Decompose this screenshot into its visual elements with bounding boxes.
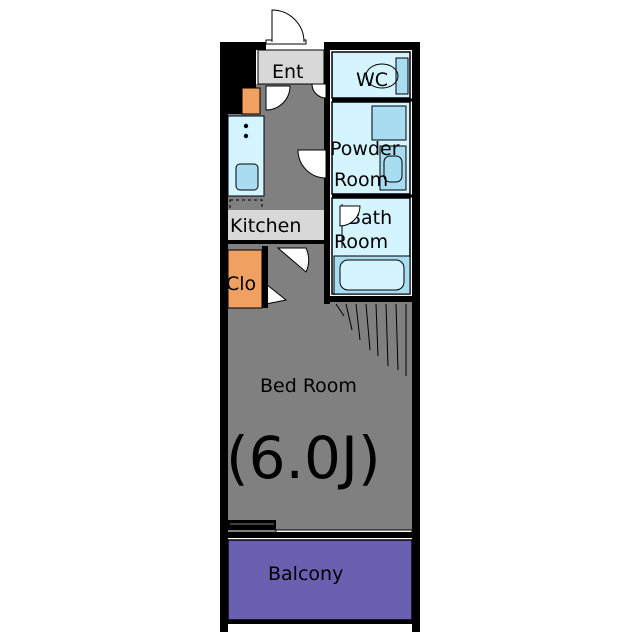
floor-hatching	[335, 303, 407, 376]
stove-burner-2	[243, 133, 249, 139]
ent-inner-door	[311, 83, 327, 99]
toilet-icon	[365, 57, 409, 95]
powder-door	[297, 149, 327, 179]
entrance-label: Ent	[272, 61, 304, 83]
bedroom-door	[276, 247, 310, 273]
kitchen-label-band	[228, 210, 324, 240]
closet-label: Clo	[226, 273, 256, 295]
bedroom-size-label: (6.0J)	[226, 424, 381, 492]
corridor-door-top	[265, 85, 291, 111]
wall-top-left	[220, 42, 266, 50]
floor-main	[228, 84, 412, 532]
wall-right	[412, 48, 420, 632]
wall-left	[220, 42, 228, 632]
balcony-label: Balcony	[268, 563, 343, 585]
sink-icon	[235, 163, 259, 191]
entrance-area	[257, 49, 325, 85]
washing-machine-drum	[383, 155, 403, 183]
wall-left-upper-shaft	[228, 50, 256, 88]
stove-burner-1	[243, 123, 249, 129]
wall-top-right	[324, 42, 420, 50]
powder-room-label-2: Room	[334, 169, 388, 191]
closet-wall	[262, 246, 268, 308]
bath-room-label-2: Room	[334, 231, 388, 253]
window-sill	[228, 520, 276, 530]
powder-room-label-1: Powder	[330, 138, 400, 160]
wall-wet-bottom	[324, 296, 420, 302]
wall-wet-left	[324, 48, 330, 304]
kitchen-label: Kitchen	[230, 215, 301, 237]
shoe-cabinet-shadow	[228, 88, 242, 114]
shoe-cabinet	[241, 87, 261, 115]
closet	[227, 249, 263, 309]
balcony-rail	[226, 620, 416, 624]
washbasin-icon	[371, 105, 407, 141]
bedroom-label: Bed Room	[260, 375, 357, 397]
balcony	[227, 539, 413, 621]
entrance-door	[265, 9, 307, 45]
bath-door	[339, 205, 361, 227]
bedroom-bottom-wall	[228, 532, 412, 538]
wc-label: WC	[356, 69, 388, 91]
bathtub-icon	[333, 255, 411, 295]
